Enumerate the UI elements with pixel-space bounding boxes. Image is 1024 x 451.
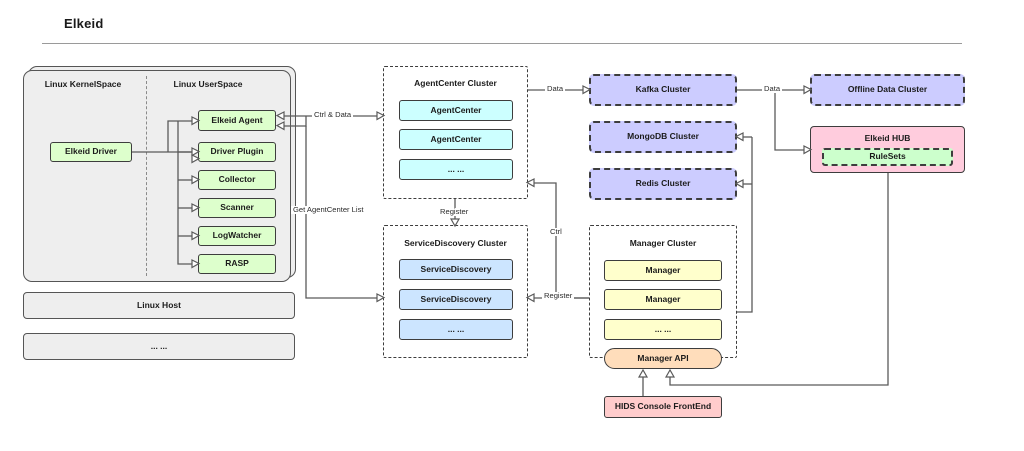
title-divider: [42, 43, 962, 44]
agentcenter-cluster-title: AgentCenter Cluster: [414, 78, 497, 88]
page-title: Elkeid: [64, 16, 104, 31]
arrowhead-redis: [734, 179, 744, 189]
node-rasp[interactable]: RASP: [198, 254, 276, 274]
node-label: Offline Data Cluster: [847, 84, 928, 95]
node-label: Driver Plugin: [210, 146, 264, 157]
node-servicediscovery-1[interactable]: ServiceDiscovery: [399, 259, 513, 280]
node-offline-data-cluster[interactable]: Offline Data Cluster: [810, 74, 965, 106]
wire-manager-store-trunk-lower: [737, 184, 753, 313]
edge-label-register-manager: Register: [542, 291, 575, 300]
node-scanner[interactable]: Scanner: [198, 198, 276, 218]
node-servicediscovery-2[interactable]: ServiceDiscovery: [399, 289, 513, 310]
arrowhead-hub-api: [664, 368, 676, 378]
edge-label-data-kafka-offline: Data: [762, 84, 783, 93]
arrowhead-register-manager-sd: [525, 293, 535, 303]
node-manager-api[interactable]: Manager API: [604, 348, 722, 369]
node-label: ... ...: [150, 340, 168, 351]
node-agentcenter-1[interactable]: AgentCenter: [399, 100, 513, 121]
node-label: AgentCenter: [430, 133, 482, 144]
edge-label-get-agentcenter-list: Get AgentCenter List: [291, 205, 366, 214]
lane-divider: [146, 76, 147, 276]
node-label: ... ...: [447, 323, 465, 334]
node-label: ServiceDiscovery: [420, 263, 492, 274]
node-label: RuleSets: [869, 151, 906, 162]
node-label: Elkeid Agent: [211, 114, 263, 125]
node-agentcenter-more[interactable]: ... ...: [399, 159, 513, 180]
node-label: Manager: [645, 264, 681, 275]
node-label: Collector: [218, 174, 256, 185]
node-mongodb-cluster[interactable]: MongoDB Cluster: [589, 121, 737, 153]
arrowhead-console-api: [637, 368, 649, 378]
node-label: Redis Cluster: [635, 178, 691, 189]
node-label: Kafka Cluster: [635, 84, 691, 95]
node-host-more[interactable]: ... ...: [23, 333, 295, 360]
node-kafka-cluster[interactable]: Kafka Cluster: [589, 74, 737, 106]
node-rulesets[interactable]: RuleSets: [822, 148, 953, 166]
wire-ctrl-manager-to-agentcenter: [534, 182, 589, 299]
node-elkeid-driver[interactable]: Elkeid Driver: [50, 142, 132, 162]
node-label: RASP: [225, 258, 249, 269]
node-label: ServiceDiscovery: [420, 293, 492, 304]
arrowhead-mongodb: [734, 132, 744, 142]
edge-label-ctrl: Ctrl: [548, 227, 564, 236]
node-label: Linux Host: [137, 299, 181, 310]
wire-kafka-to-hub: [774, 90, 804, 151]
node-agentcenter-2[interactable]: AgentCenter: [399, 129, 513, 150]
edge-label-register-agentcenter: Register: [438, 207, 471, 216]
node-label: HIDS Console FrontEnd: [614, 401, 712, 412]
node-label: MongoDB Cluster: [627, 131, 699, 142]
node-label: Manager: [645, 293, 681, 304]
node-label: ... ...: [654, 323, 672, 334]
node-label: Manager API: [637, 352, 689, 363]
edge-label-ctrl-and-data: Ctrl & Data: [312, 110, 354, 119]
node-driver-plugin[interactable]: Driver Plugin: [198, 142, 276, 162]
node-label: AgentCenter: [430, 104, 482, 115]
node-label: Elkeid Driver: [65, 146, 117, 157]
node-label: ... ...: [447, 163, 465, 174]
node-manager-1[interactable]: Manager: [604, 260, 722, 281]
node-elkeid-agent[interactable]: Elkeid Agent: [198, 110, 276, 131]
servicediscovery-cluster-title: ServiceDiscovery Cluster: [404, 238, 507, 248]
lane-label-userspace: Linux UserSpace: [173, 79, 243, 89]
node-logwatcher[interactable]: LogWatcher: [198, 226, 276, 246]
arrowhead-ctrl-agentcenter: [525, 178, 535, 188]
node-hids-console-frontend[interactable]: HIDS Console FrontEnd: [604, 396, 722, 418]
node-manager-more[interactable]: ... ...: [604, 319, 722, 340]
node-servicediscovery-more[interactable]: ... ...: [399, 319, 513, 340]
elkeid-hub-title: Elkeid HUB: [864, 133, 911, 143]
node-collector[interactable]: Collector: [198, 170, 276, 190]
node-manager-2[interactable]: Manager: [604, 289, 722, 310]
node-linux-host[interactable]: Linux Host: [23, 292, 295, 319]
node-label: Scanner: [220, 202, 254, 213]
node-label: LogWatcher: [212, 230, 262, 241]
lane-label-kernelspace: Linux KernelSpace: [44, 79, 122, 89]
agentcenter-cluster: [383, 66, 528, 199]
node-redis-cluster[interactable]: Redis Cluster: [589, 168, 737, 200]
manager-cluster-title: Manager Cluster: [629, 238, 697, 248]
edge-label-data-agentcenter-kafka: Data: [545, 84, 566, 93]
